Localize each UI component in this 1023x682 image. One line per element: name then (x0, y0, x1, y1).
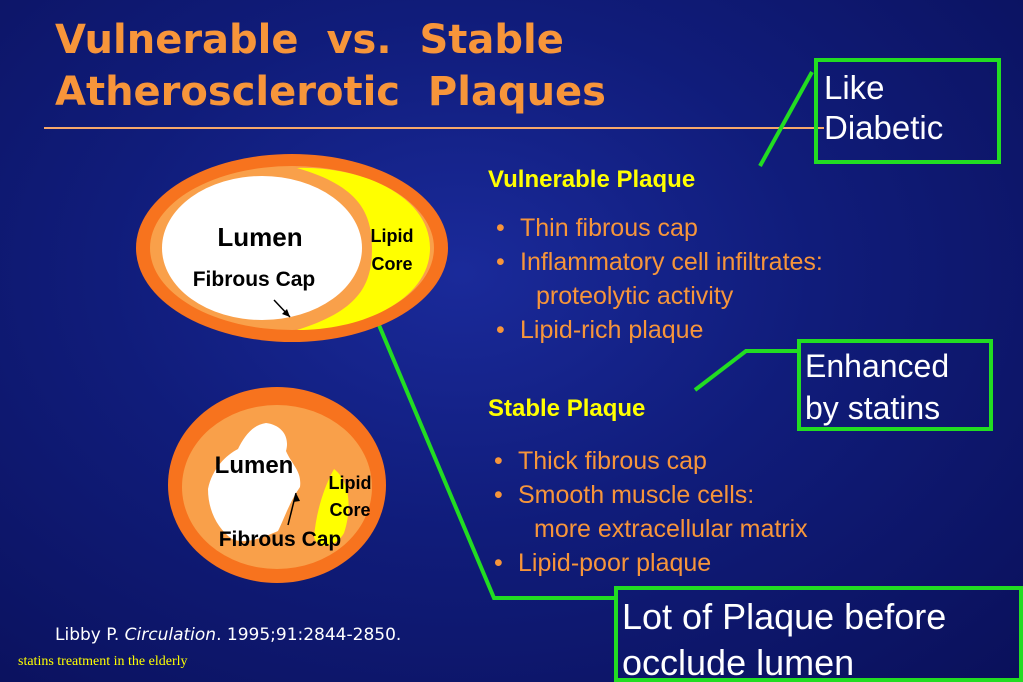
connector-enhanced-statins (693, 349, 799, 392)
vulnerable-plaque-heading: Vulnerable Plaque (488, 166, 696, 193)
annotation-line: Enhanced (805, 348, 950, 384)
list-item: •Lipid-poor plaque (494, 549, 712, 577)
list-item: •Thick fibrous cap (494, 447, 707, 475)
slide-title: Vulnerable vs. Stable Atherosclerotic Pl… (55, 14, 606, 118)
stable-plaque-bullets: •Thick fibrous cap •Smooth muscle cells:… (494, 444, 808, 580)
title-line-2: Atherosclerotic Plaques (55, 69, 606, 115)
list-item: proteolytic activity (536, 282, 734, 310)
fibrous-cap-label: Fibrous Cap (219, 528, 342, 551)
lipid-label: Lipid (329, 473, 372, 493)
stable-plaque-heading: Stable Plaque (488, 395, 646, 422)
connector-lot-of-plaque (374, 317, 616, 600)
enhanced-by-statins-box: Enhanced by statins (797, 339, 993, 431)
core-label: Core (329, 500, 370, 520)
like-diabetic-box: Like Diabetic (814, 58, 1001, 164)
annotation-line: Like (824, 69, 885, 106)
lumen-label: Lumen (215, 452, 294, 479)
annotation-line: Diabetic (824, 109, 944, 146)
fibrous-cap-arrowhead (282, 309, 290, 317)
lot-of-plaque-box: Lot of Plaque before occlude lumen (614, 586, 1023, 682)
fibrous-cap-arrowhead (293, 493, 300, 502)
lipid-core (297, 167, 430, 330)
lumen (162, 176, 362, 320)
fibrous-cap-label: Fibrous Cap (193, 268, 316, 291)
list-item: •Thin fibrous cap (496, 214, 698, 242)
stable-plaque-diagram: Lumen Lipid Core Fibrous Cap (168, 387, 386, 583)
list-item: •Lipid-rich plaque (496, 316, 704, 344)
footer-text: statins treatment in the elderly (18, 654, 188, 669)
list-item: more extracellular matrix (534, 515, 808, 543)
annotation-line: Lot of Plaque before (622, 596, 947, 637)
annotation-line: by statins (805, 390, 941, 426)
vulnerable-plaque-bullets: •Thin fibrous cap •Inflammatory cell inf… (496, 211, 823, 347)
vulnerable-plaque-diagram: Lumen Fibrous Cap Lipid Core (136, 154, 448, 342)
annotation-line: occlude lumen (622, 642, 855, 682)
title-line-1: Vulnerable vs. Stable (55, 17, 564, 63)
lipid-core (314, 469, 349, 546)
list-item: •Inflammatory cell infiltrates: (496, 248, 823, 276)
lumen (208, 423, 301, 542)
title-underline (44, 127, 824, 129)
core-label: Core (371, 254, 412, 274)
connector-like-diabetic (758, 71, 814, 167)
lipid-label: Lipid (371, 226, 414, 246)
list-item: •Smooth muscle cells: (494, 481, 755, 509)
lumen-label: Lumen (217, 222, 302, 252)
citation: Libby P. Circulation. 1995;91:2844-2850. (55, 625, 402, 645)
